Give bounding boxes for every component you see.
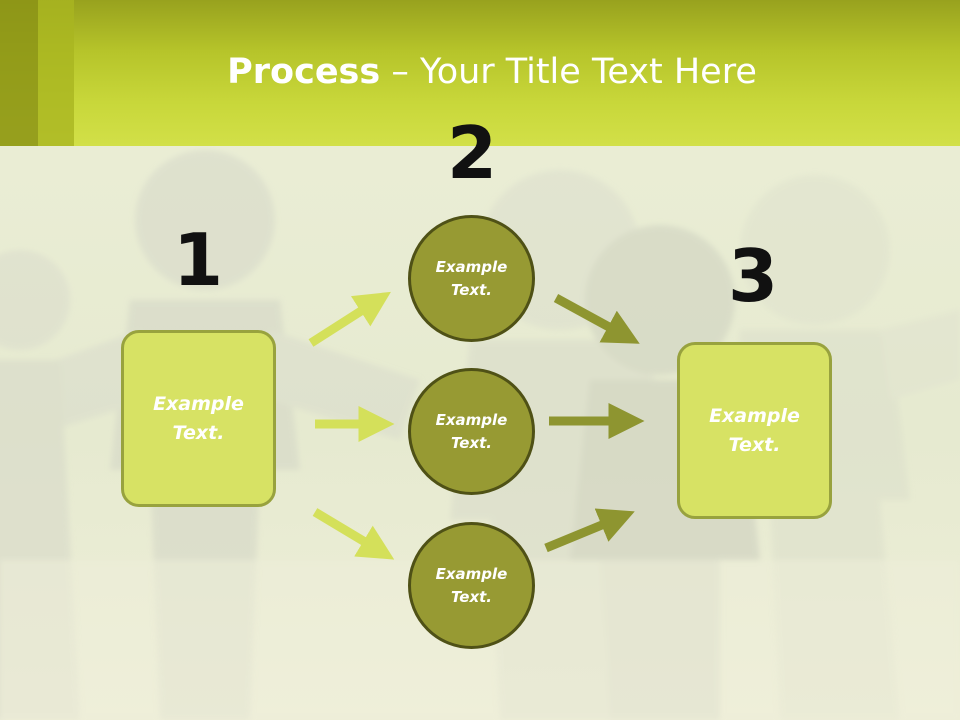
slide-title: Process – Your Title Text Here [0,52,960,92]
step-2-circle-bottom: Example Text. [408,522,535,649]
step-2-text-top: Example Text. [435,257,508,299]
step-1-box: Example Text. [121,330,276,507]
header-accent-bar [38,0,74,146]
arrow-right-down-icon [312,508,395,560]
step-3-box: Example Text. [677,342,832,519]
step-number-3: 3 [727,234,779,318]
arrow-right-down-icon [553,294,640,344]
arrow-right-up-icon [308,291,391,347]
step-number-1: 1 [172,218,224,302]
step-1-text: Example Text. [153,392,244,444]
header-band [0,0,960,146]
step-number-2: 2 [446,111,498,195]
step-2-circle-middle: Example Text. [408,368,535,495]
step-2-text-bottom: Example Text. [435,564,508,606]
title-bold: Process [227,52,381,92]
arrow-right-up-icon [544,508,635,553]
step-3-text: Example Text. [709,404,800,456]
header-accent-bar [0,0,38,146]
title-rest: – Your Title Text Here [380,52,757,92]
step-2-text-middle: Example Text. [435,410,508,452]
step-2-circle-top: Example Text. [408,215,535,342]
